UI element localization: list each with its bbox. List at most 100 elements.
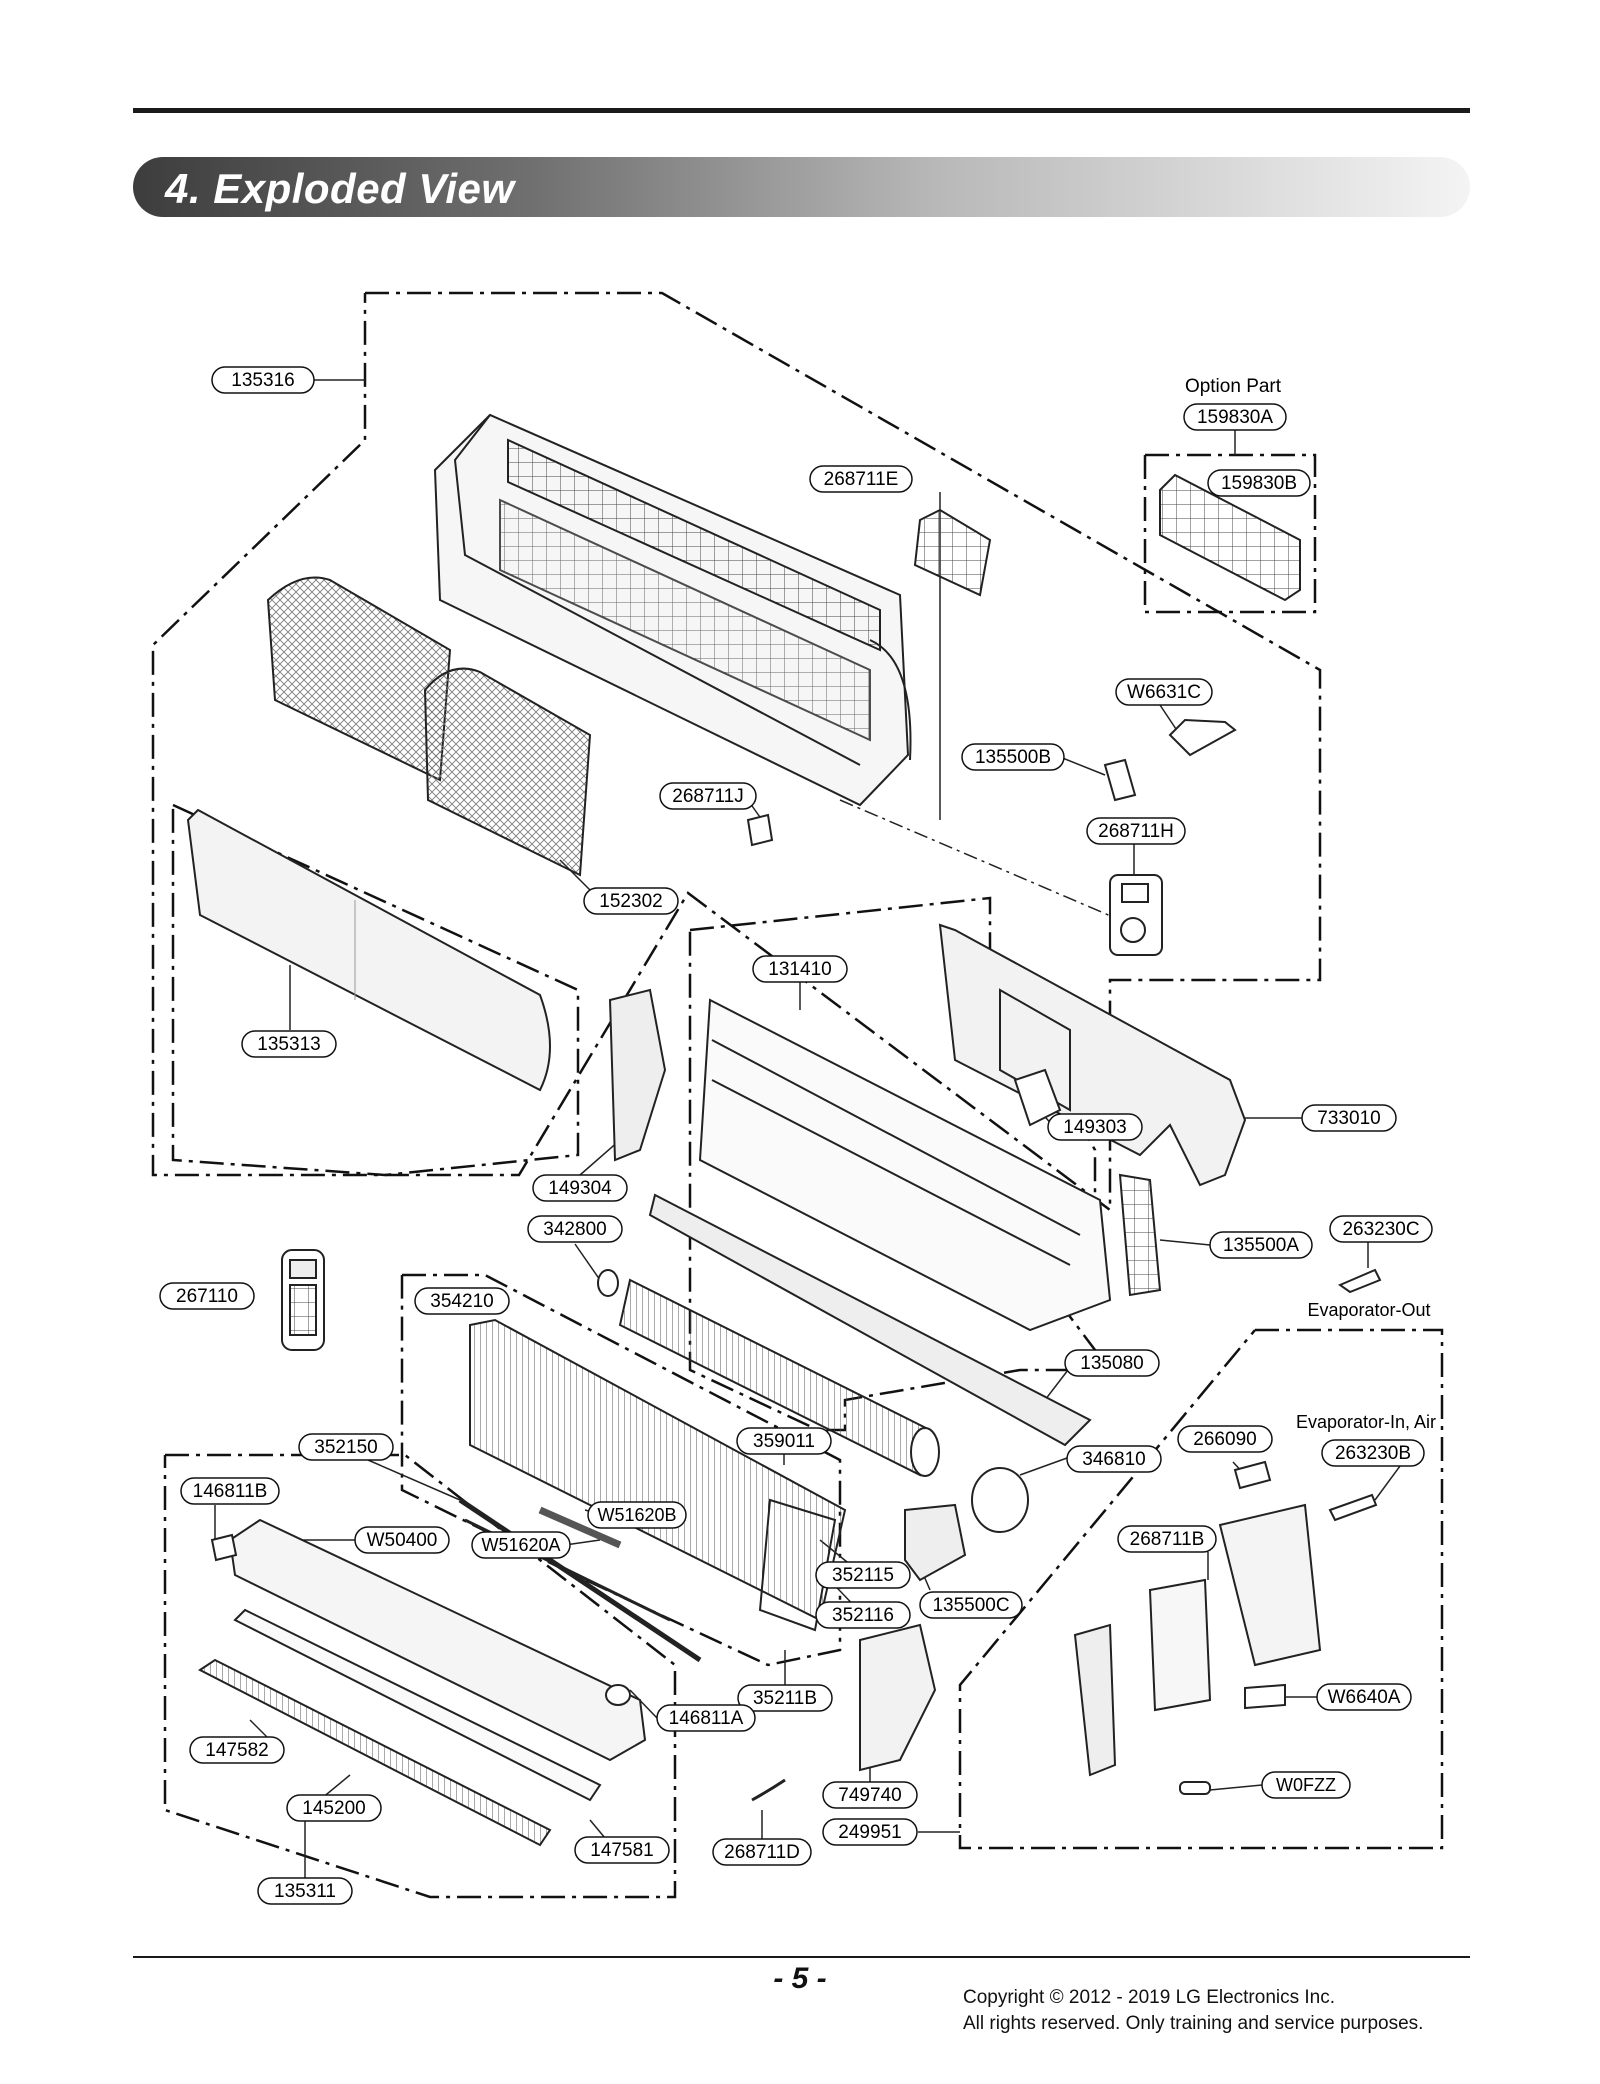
remote-controller — [281, 1249, 325, 1351]
callout-749740-label: 749740 — [838, 1785, 901, 1806]
small-card — [746, 813, 774, 847]
callout-352150: 352150 — [298, 1433, 394, 1461]
callout-159830A: 159830A — [1183, 403, 1287, 431]
connector — [1244, 1683, 1286, 1710]
callout-263230B: 263230B — [1321, 1439, 1425, 1467]
leader-268711H-link — [839, 799, 1121, 921]
callout-149303-label: 149303 — [1063, 1117, 1126, 1138]
sensor-wire — [1168, 718, 1237, 757]
boundary-control-box — [958, 1328, 1444, 1850]
callout-147582-label: 147582 — [205, 1740, 268, 1761]
callout-263230C-label: 263230C — [1342, 1219, 1419, 1240]
option-part-note: Option Part — [1185, 376, 1282, 397]
callout-135311: 135311 — [257, 1877, 353, 1905]
display-pcb — [1109, 874, 1163, 956]
callout-352115: 352115 — [815, 1561, 911, 1589]
callout-268711B: 268711B — [1117, 1525, 1217, 1553]
callout-147581-label: 147581 — [590, 1840, 653, 1861]
callout-266090-label: 266090 — [1193, 1429, 1256, 1450]
step-motor-left — [210, 1533, 238, 1562]
small-bracket — [1103, 758, 1137, 802]
evaporator-out-note: Evaporator-Out — [1307, 1300, 1430, 1320]
motor-holder — [904, 1503, 967, 1582]
callout-354210: 354210 — [414, 1287, 510, 1315]
callout-354210-label: 354210 — [430, 1291, 493, 1312]
callout-135080-label: 135080 — [1080, 1353, 1143, 1374]
callout-W6631C-label: W6631C — [1127, 682, 1201, 703]
callout-135500C: 135500C — [919, 1591, 1023, 1619]
callout-135500B-label: 135500B — [975, 747, 1051, 768]
callout-146811B: 146811B — [180, 1477, 280, 1505]
callout-249951: 249951 — [822, 1818, 918, 1846]
callout-146811B-label: 146811B — [193, 1481, 268, 1502]
callout-268711H: 268711H — [1086, 817, 1186, 845]
callout-268711J-label: 268711J — [672, 786, 744, 807]
evaporator-in-air-note: Evaporator-In, Air — [1296, 1412, 1436, 1432]
callout-267110-label: 267110 — [176, 1286, 238, 1307]
callout-346810-label: 346810 — [1082, 1449, 1145, 1470]
callout-135500C-label: 135500C — [932, 1595, 1009, 1616]
callout-W50400: W50400 — [354, 1526, 450, 1554]
leader-135500B — [1059, 756, 1106, 776]
copyright-line-1: Copyright © 2012 - 2019 LG Electronics I… — [963, 1987, 1336, 2008]
callout-W6640A-label: W6640A — [1328, 1687, 1401, 1708]
callout-268711E-label: 268711E — [824, 469, 899, 490]
callout-249951-label: 249951 — [838, 1822, 901, 1843]
callout-135313-label: 135313 — [257, 1034, 320, 1055]
boundary-evaporator — [400, 1273, 842, 1667]
callout-131410: 131410 — [752, 955, 848, 983]
boundary-front-group — [151, 291, 1322, 1213]
section-banner: 4. Exploded View — [133, 157, 1470, 217]
drain-cover — [1118, 1173, 1162, 1297]
callout-147581: 147581 — [574, 1836, 670, 1864]
callout-268711D-label: 268711D — [724, 1842, 800, 1863]
boundary-vane-group — [163, 1453, 677, 1899]
callout-135311-label: 135311 — [274, 1881, 336, 1902]
callout-W51620A-label: W51620A — [481, 1535, 560, 1555]
thermistor-in — [1328, 1493, 1378, 1522]
callout-131410-label: 131410 — [768, 959, 831, 980]
callout-352116: 352116 — [815, 1601, 911, 1629]
leader-149304 — [579, 1139, 621, 1176]
callout-263230B-label: 263230B — [1335, 1443, 1411, 1464]
callout-35211B: 35211B — [737, 1684, 833, 1712]
copyright-line-2: All rights reserved. Only training and s… — [963, 2013, 1424, 2034]
callout-145200: 145200 — [286, 1794, 382, 1822]
callout-149304-label: 149304 — [548, 1178, 612, 1199]
callout-359011: 359011 — [736, 1427, 832, 1455]
bearing — [597, 1269, 619, 1297]
leader-342800 — [574, 1243, 601, 1281]
part-drawings — [186, 413, 1382, 1847]
callout-149303: 149303 — [1047, 1113, 1143, 1141]
cross-flow-fan — [618, 1278, 940, 1477]
callout-159830A-label: 159830A — [1197, 407, 1273, 428]
callout-W0FZZ: W0FZZ — [1261, 1771, 1351, 1799]
leader-135500A — [1159, 1239, 1211, 1246]
section-title: 4. Exploded View — [165, 165, 515, 212]
leader-146811A — [629, 1689, 658, 1719]
top-rule — [133, 108, 1470, 113]
callout-149304: 149304 — [532, 1174, 628, 1202]
leader-W51620A — [564, 1539, 601, 1546]
callout-749740: 749740 — [822, 1781, 918, 1809]
callout-146811A: 146811A — [656, 1704, 756, 1732]
callout-268711B-label: 268711B — [1130, 1529, 1205, 1550]
callout-733010: 733010 — [1301, 1104, 1397, 1132]
leader-W0FZZ — [1209, 1784, 1263, 1791]
callout-152302: 152302 — [583, 887, 679, 915]
callout-W0FZZ-label: W0FZZ — [1276, 1775, 1336, 1795]
relay-block — [1233, 1460, 1272, 1490]
page-number: - 5 - — [773, 1962, 827, 1995]
callout-135500A-label: 135500A — [1223, 1235, 1299, 1256]
callout-267110: 267110 — [159, 1282, 255, 1310]
callout-159830B-label: 159830B — [1221, 473, 1297, 494]
bottom-rule — [133, 1956, 1470, 1958]
control-box — [1073, 1503, 1322, 1777]
callout-268711H-label: 268711H — [1098, 821, 1174, 842]
leader-352150 — [367, 1459, 461, 1501]
callout-35211B-label: 35211B — [753, 1688, 817, 1709]
callout-145200-label: 145200 — [302, 1798, 365, 1819]
callout-W51620B: W51620B — [587, 1501, 687, 1529]
callout-W50400-label: W50400 — [367, 1530, 438, 1551]
callout-135500B: 135500B — [961, 743, 1065, 771]
